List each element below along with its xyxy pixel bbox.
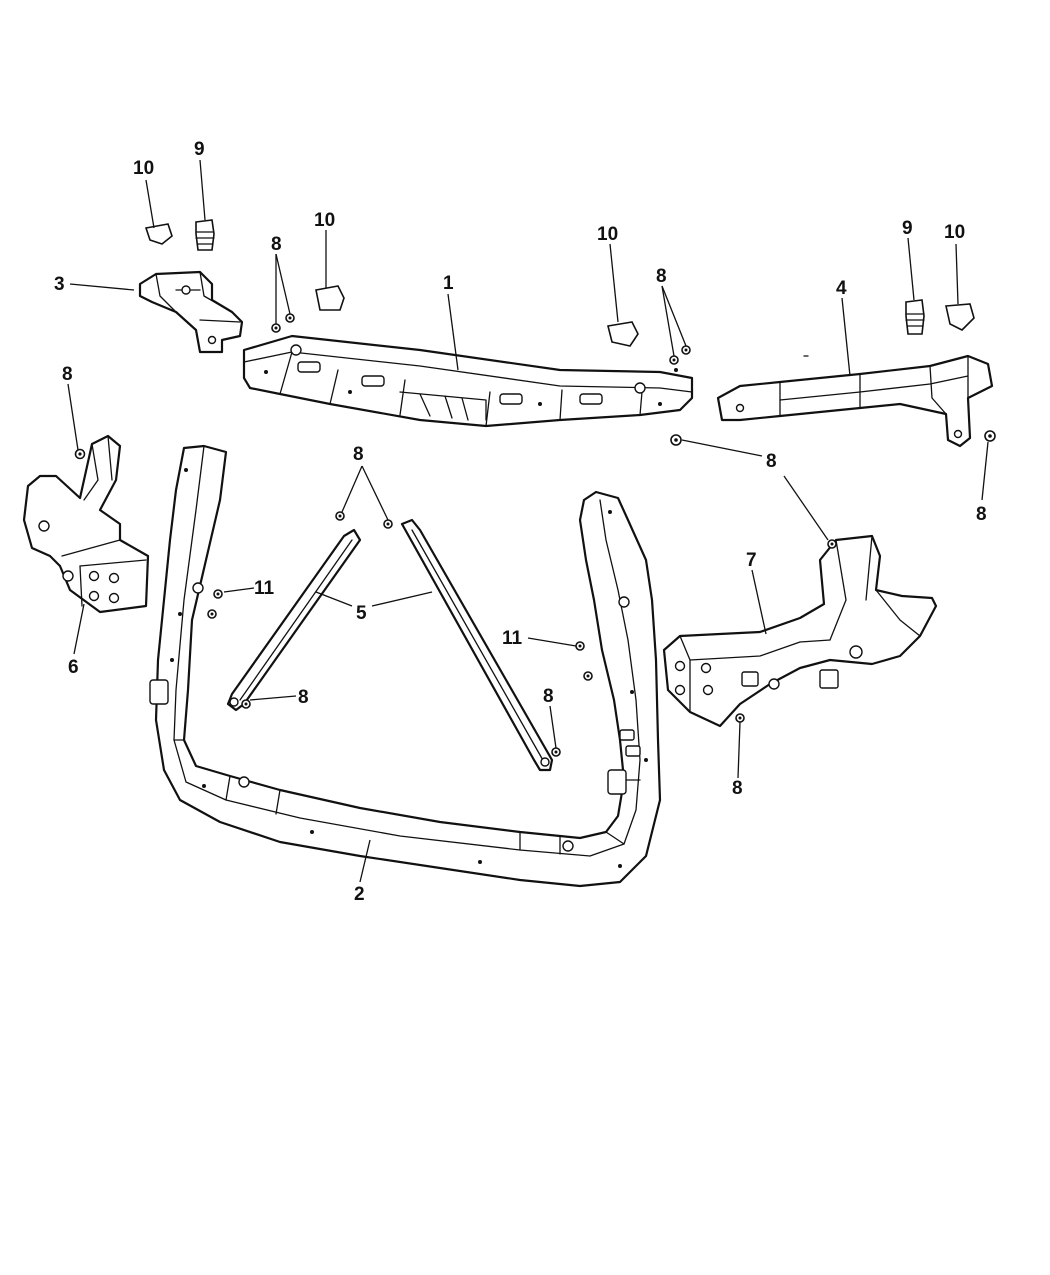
nut-icon [213,589,223,599]
bolt-icon [335,511,345,521]
callout-8: 8 [766,451,777,472]
callout-8: 8 [543,686,554,707]
callout-11: 11 [254,578,275,599]
callout-8: 8 [353,444,364,465]
bolt-icon [827,539,837,549]
bolt-icon [271,323,281,333]
callout-1: 1 [443,273,454,294]
callout-8: 8 [271,234,282,255]
clip-icon [607,321,639,347]
plug-icon [195,219,215,251]
callout-10: 10 [944,222,965,243]
callout-8: 8 [298,687,309,708]
callout-8: 8 [976,504,987,525]
nut-icon [583,671,593,681]
radiator-support-part-2 [149,444,662,888]
clip-icon [144,223,173,245]
callout-4: 4 [836,278,847,299]
callout-8: 8 [656,266,667,287]
callout-3: 3 [54,274,65,295]
nut-icon [575,641,585,651]
callout-10: 10 [597,224,618,245]
bolt-icon [285,313,295,323]
left-upper-bracket-part-3 [138,270,244,354]
clip-icon [315,285,345,311]
callout-10: 10 [133,158,154,179]
callout-7: 7 [746,550,757,571]
right-upper-bracket-part-4 [716,354,994,448]
plug-icon [905,299,925,335]
callout-11: 11 [502,628,523,649]
right-bracket-part-7 [662,534,938,728]
callout-2: 2 [354,884,365,905]
nut-icon [670,434,682,446]
bolt-icon [551,747,561,757]
leader-lines [67,159,989,883]
callout-6: 6 [68,657,79,678]
clip-icon [945,303,975,331]
bolt-icon [681,345,691,355]
left-bracket-part-6 [22,434,150,614]
callout-8: 8 [62,364,73,385]
bolt-icon [669,355,679,365]
bolt-icon [735,713,745,723]
bolt-icon [241,699,251,709]
callout-9: 9 [902,218,913,239]
bolt-icon [383,519,393,529]
callout-9: 9 [194,139,205,160]
callout-10: 10 [314,210,335,231]
upper-crossmember-part-1 [242,334,694,428]
nut-icon [207,609,217,619]
callout-labels: 10 9 10 8 3 1 10 8 4 9 10 8 8 8 8 7 11 5… [54,139,987,905]
fasteners [74,219,996,757]
nut-icon [984,430,996,442]
nut-icon [74,448,86,460]
brace-rods-part-5 [226,518,554,772]
callout-5: 5 [356,603,367,624]
callout-8: 8 [732,778,743,799]
